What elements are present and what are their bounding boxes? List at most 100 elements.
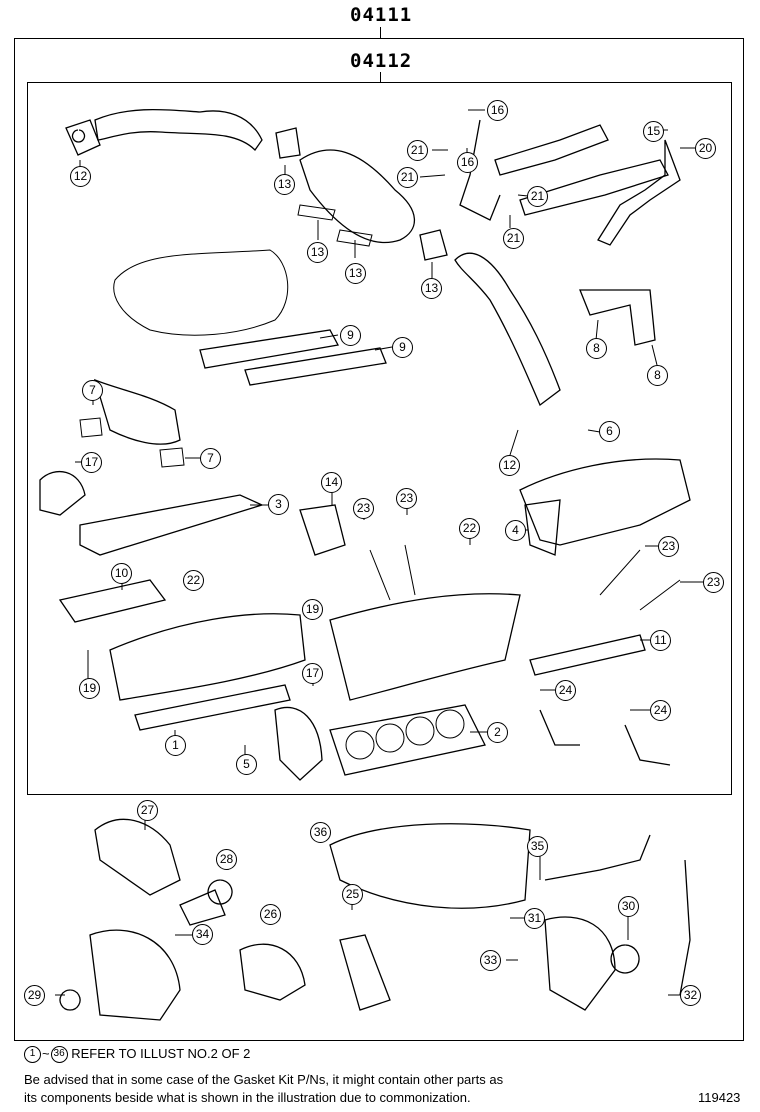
callout-28: 28 bbox=[216, 849, 237, 870]
callout-32: 32 bbox=[680, 985, 701, 1006]
callout-3: 3 bbox=[268, 494, 289, 515]
callout-8: 8 bbox=[647, 365, 668, 386]
outer-kit-leader bbox=[380, 27, 381, 38]
callout-24: 24 bbox=[650, 700, 671, 721]
gasket-part bbox=[79, 417, 103, 438]
bore-ring-part bbox=[405, 716, 435, 746]
callout-9: 9 bbox=[340, 325, 361, 346]
range-start-callout: 1 bbox=[24, 1046, 41, 1064]
callout-21: 21 bbox=[527, 186, 548, 207]
callout-15: 15 bbox=[643, 121, 664, 142]
callout-13: 13 bbox=[345, 263, 366, 284]
callout-1: 1 bbox=[165, 735, 186, 756]
callout-10: 10 bbox=[111, 563, 132, 584]
callout-34: 34 bbox=[192, 924, 213, 945]
inner-kit-number: 04112 bbox=[350, 50, 413, 72]
head-gasket-part bbox=[329, 704, 486, 776]
bore-ring-part bbox=[345, 730, 375, 760]
flange-gasket-part bbox=[65, 119, 101, 156]
oil-pipe-part bbox=[624, 724, 671, 766]
callout-23: 23 bbox=[353, 498, 374, 519]
oil-strainer-part bbox=[339, 934, 391, 1011]
callout-19: 19 bbox=[79, 678, 100, 699]
inner-kit-leader bbox=[380, 72, 381, 82]
water-outlet-part bbox=[579, 289, 656, 346]
gasket-part bbox=[159, 447, 185, 468]
engine-front-cover-part bbox=[89, 929, 181, 1021]
flange-gasket-part bbox=[419, 229, 448, 261]
intake-pipe-part bbox=[454, 252, 561, 407]
callout-22: 22 bbox=[459, 518, 480, 539]
callout-19: 19 bbox=[302, 599, 323, 620]
callout-21: 21 bbox=[397, 167, 418, 188]
cylinder-block-part bbox=[109, 613, 306, 701]
valve-part bbox=[599, 549, 681, 611]
callout-13: 13 bbox=[421, 278, 442, 299]
oil-pipe-part bbox=[539, 709, 580, 746]
water-inlet-part bbox=[179, 889, 226, 926]
callout-6: 6 bbox=[599, 421, 620, 442]
callout-4: 4 bbox=[505, 520, 526, 541]
callout-21: 21 bbox=[503, 228, 524, 249]
callout-12: 12 bbox=[70, 166, 91, 187]
illustration-id: 119423 bbox=[698, 1090, 741, 1105]
bore-ring-part bbox=[375, 723, 405, 753]
water-bypass-pipe-part bbox=[544, 834, 651, 881]
callout-5: 5 bbox=[236, 754, 257, 775]
gasket-part bbox=[297, 204, 336, 221]
oil-seal-part bbox=[59, 989, 81, 1011]
callout-20: 20 bbox=[695, 138, 716, 159]
outer-kit-number: 04111 bbox=[350, 4, 413, 26]
callout-22: 22 bbox=[183, 570, 204, 591]
lower-gasket-part bbox=[134, 684, 291, 731]
timing-cover-small-part bbox=[39, 471, 86, 516]
cylinder-head-part bbox=[329, 593, 521, 701]
manifold-gasket-part bbox=[244, 347, 387, 386]
callout-14: 14 bbox=[321, 472, 342, 493]
callout-11: 11 bbox=[650, 630, 671, 651]
callout-7: 7 bbox=[200, 448, 221, 469]
bore-ring-part bbox=[435, 709, 465, 739]
exhaust-pipe-part bbox=[94, 108, 263, 152]
intake-manifold-gasket-part bbox=[529, 634, 646, 676]
water-pump-part bbox=[299, 504, 346, 556]
callout-33: 33 bbox=[480, 950, 501, 971]
injector-rail-part bbox=[519, 159, 669, 216]
valve-cover-gasket-part bbox=[524, 499, 561, 556]
callout-13: 13 bbox=[274, 174, 295, 195]
callout-17: 17 bbox=[81, 452, 102, 473]
callout-29: 29 bbox=[24, 985, 45, 1006]
callout-30: 30 bbox=[618, 896, 639, 917]
pipe-part bbox=[597, 139, 681, 246]
oil-pan-part bbox=[329, 823, 531, 909]
callout-26: 26 bbox=[260, 904, 281, 925]
callout-7: 7 bbox=[82, 380, 103, 401]
thermostat-housing-part bbox=[93, 378, 181, 445]
timing-chain-cover-part bbox=[274, 706, 323, 781]
advisory-line-1: Be advised that in some case of the Gask… bbox=[24, 1072, 504, 1087]
range-end-callout: 36 bbox=[50, 1046, 68, 1064]
callout-25: 25 bbox=[342, 884, 363, 905]
inner-kit-frame bbox=[27, 82, 732, 795]
callout-16: 16 bbox=[487, 100, 508, 121]
catalytic-converter-part bbox=[299, 149, 416, 244]
callout-9: 9 bbox=[392, 337, 413, 358]
exhaust-manifold-gasket-part bbox=[58, 579, 167, 623]
callout-17: 17 bbox=[302, 663, 323, 684]
valve-part bbox=[369, 544, 416, 601]
callout-23: 23 bbox=[658, 536, 679, 557]
callout-2: 2 bbox=[487, 722, 508, 743]
callout-13: 13 bbox=[307, 242, 328, 263]
callout-31: 31 bbox=[524, 908, 545, 929]
callout-23: 23 bbox=[703, 572, 724, 593]
callout-21: 21 bbox=[407, 140, 428, 161]
manifold-gasket-part bbox=[199, 329, 339, 369]
range-tilde: ~ bbox=[42, 1046, 50, 1061]
oil-pan-gasket-part bbox=[113, 249, 289, 336]
refer-text: REFER TO ILLUST NO.2 OF 2 bbox=[71, 1046, 251, 1061]
callout-16: 16 bbox=[457, 152, 478, 173]
callout-23: 23 bbox=[396, 488, 417, 509]
callout-27: 27 bbox=[137, 800, 158, 821]
callout-8: 8 bbox=[586, 338, 607, 359]
